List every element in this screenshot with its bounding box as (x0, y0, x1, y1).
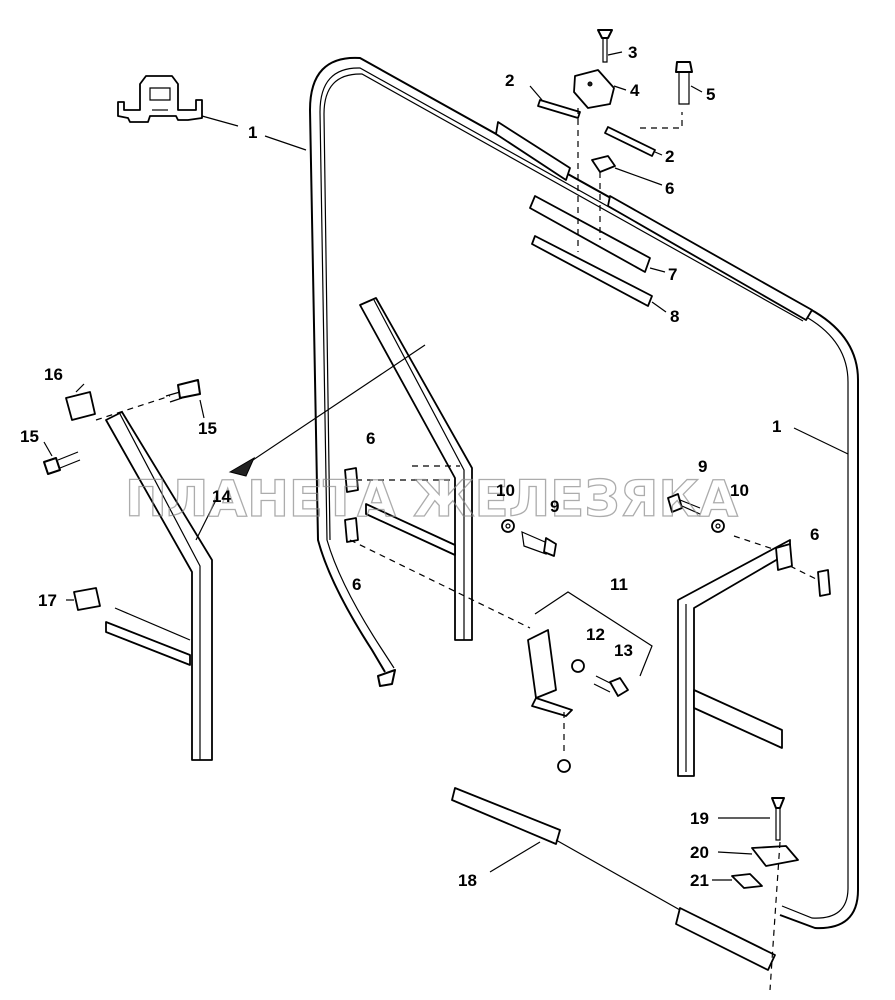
callout-14: 14 (212, 487, 231, 506)
callout-6-right: 6 (810, 525, 819, 544)
callout-20: 20 (690, 843, 709, 862)
callout-6-top: 6 (665, 179, 674, 198)
callout-10-right: 10 (730, 481, 749, 500)
bottom-seal-strip (451, 787, 776, 971)
callout-2-left: 2 (505, 71, 514, 90)
leader-lines (43, 51, 849, 881)
window-frame-seal (309, 56, 859, 930)
bolt-washer-right (667, 493, 725, 533)
callout-13: 13 (614, 641, 633, 660)
callout-1-profile: 1 (248, 123, 257, 142)
callout-15-left: 15 (20, 427, 39, 446)
callout-19: 19 (690, 809, 709, 828)
callout-6-center-bottom: 6 (352, 575, 361, 594)
bottom-fasteners (731, 797, 799, 991)
callout-9-left: 9 (550, 497, 559, 516)
callout-11: 11 (610, 575, 628, 594)
callout-2-right: 2 (665, 147, 674, 166)
center-pillar-assembly (228, 297, 531, 641)
seal-profile-section (117, 75, 203, 123)
callout-1-frame: 1 (772, 417, 781, 436)
callout-7: 7 (668, 265, 677, 284)
callout-9-right: 9 (698, 457, 707, 476)
right-pillar-assembly (677, 535, 831, 777)
callout-8: 8 (670, 307, 679, 326)
callout-21: 21 (690, 871, 709, 890)
callout-17: 17 (38, 591, 57, 610)
callout-5: 5 (706, 85, 715, 104)
callout-10-left: 10 (496, 481, 515, 500)
callout-16: 16 (44, 365, 63, 384)
callout-12: 12 (586, 625, 605, 644)
callout-15-right: 15 (198, 419, 217, 438)
top-rail-assembly (495, 29, 813, 321)
bolt-washer-left (501, 519, 557, 557)
left-pillar-assembly (43, 379, 213, 761)
callout-18: 18 (458, 871, 477, 890)
callout-6-center-top: 6 (366, 429, 375, 448)
callout-labels: 1 1 2 2 3 4 5 6 6 6 6 7 8 9 9 10 10 11 1… (20, 43, 819, 890)
callout-3: 3 (628, 43, 637, 62)
watermark: ПЛАНЕТА ЖЕЛЕЗЯКА (125, 470, 738, 528)
callout-4: 4 (630, 81, 640, 100)
bracket-assembly (527, 591, 653, 773)
